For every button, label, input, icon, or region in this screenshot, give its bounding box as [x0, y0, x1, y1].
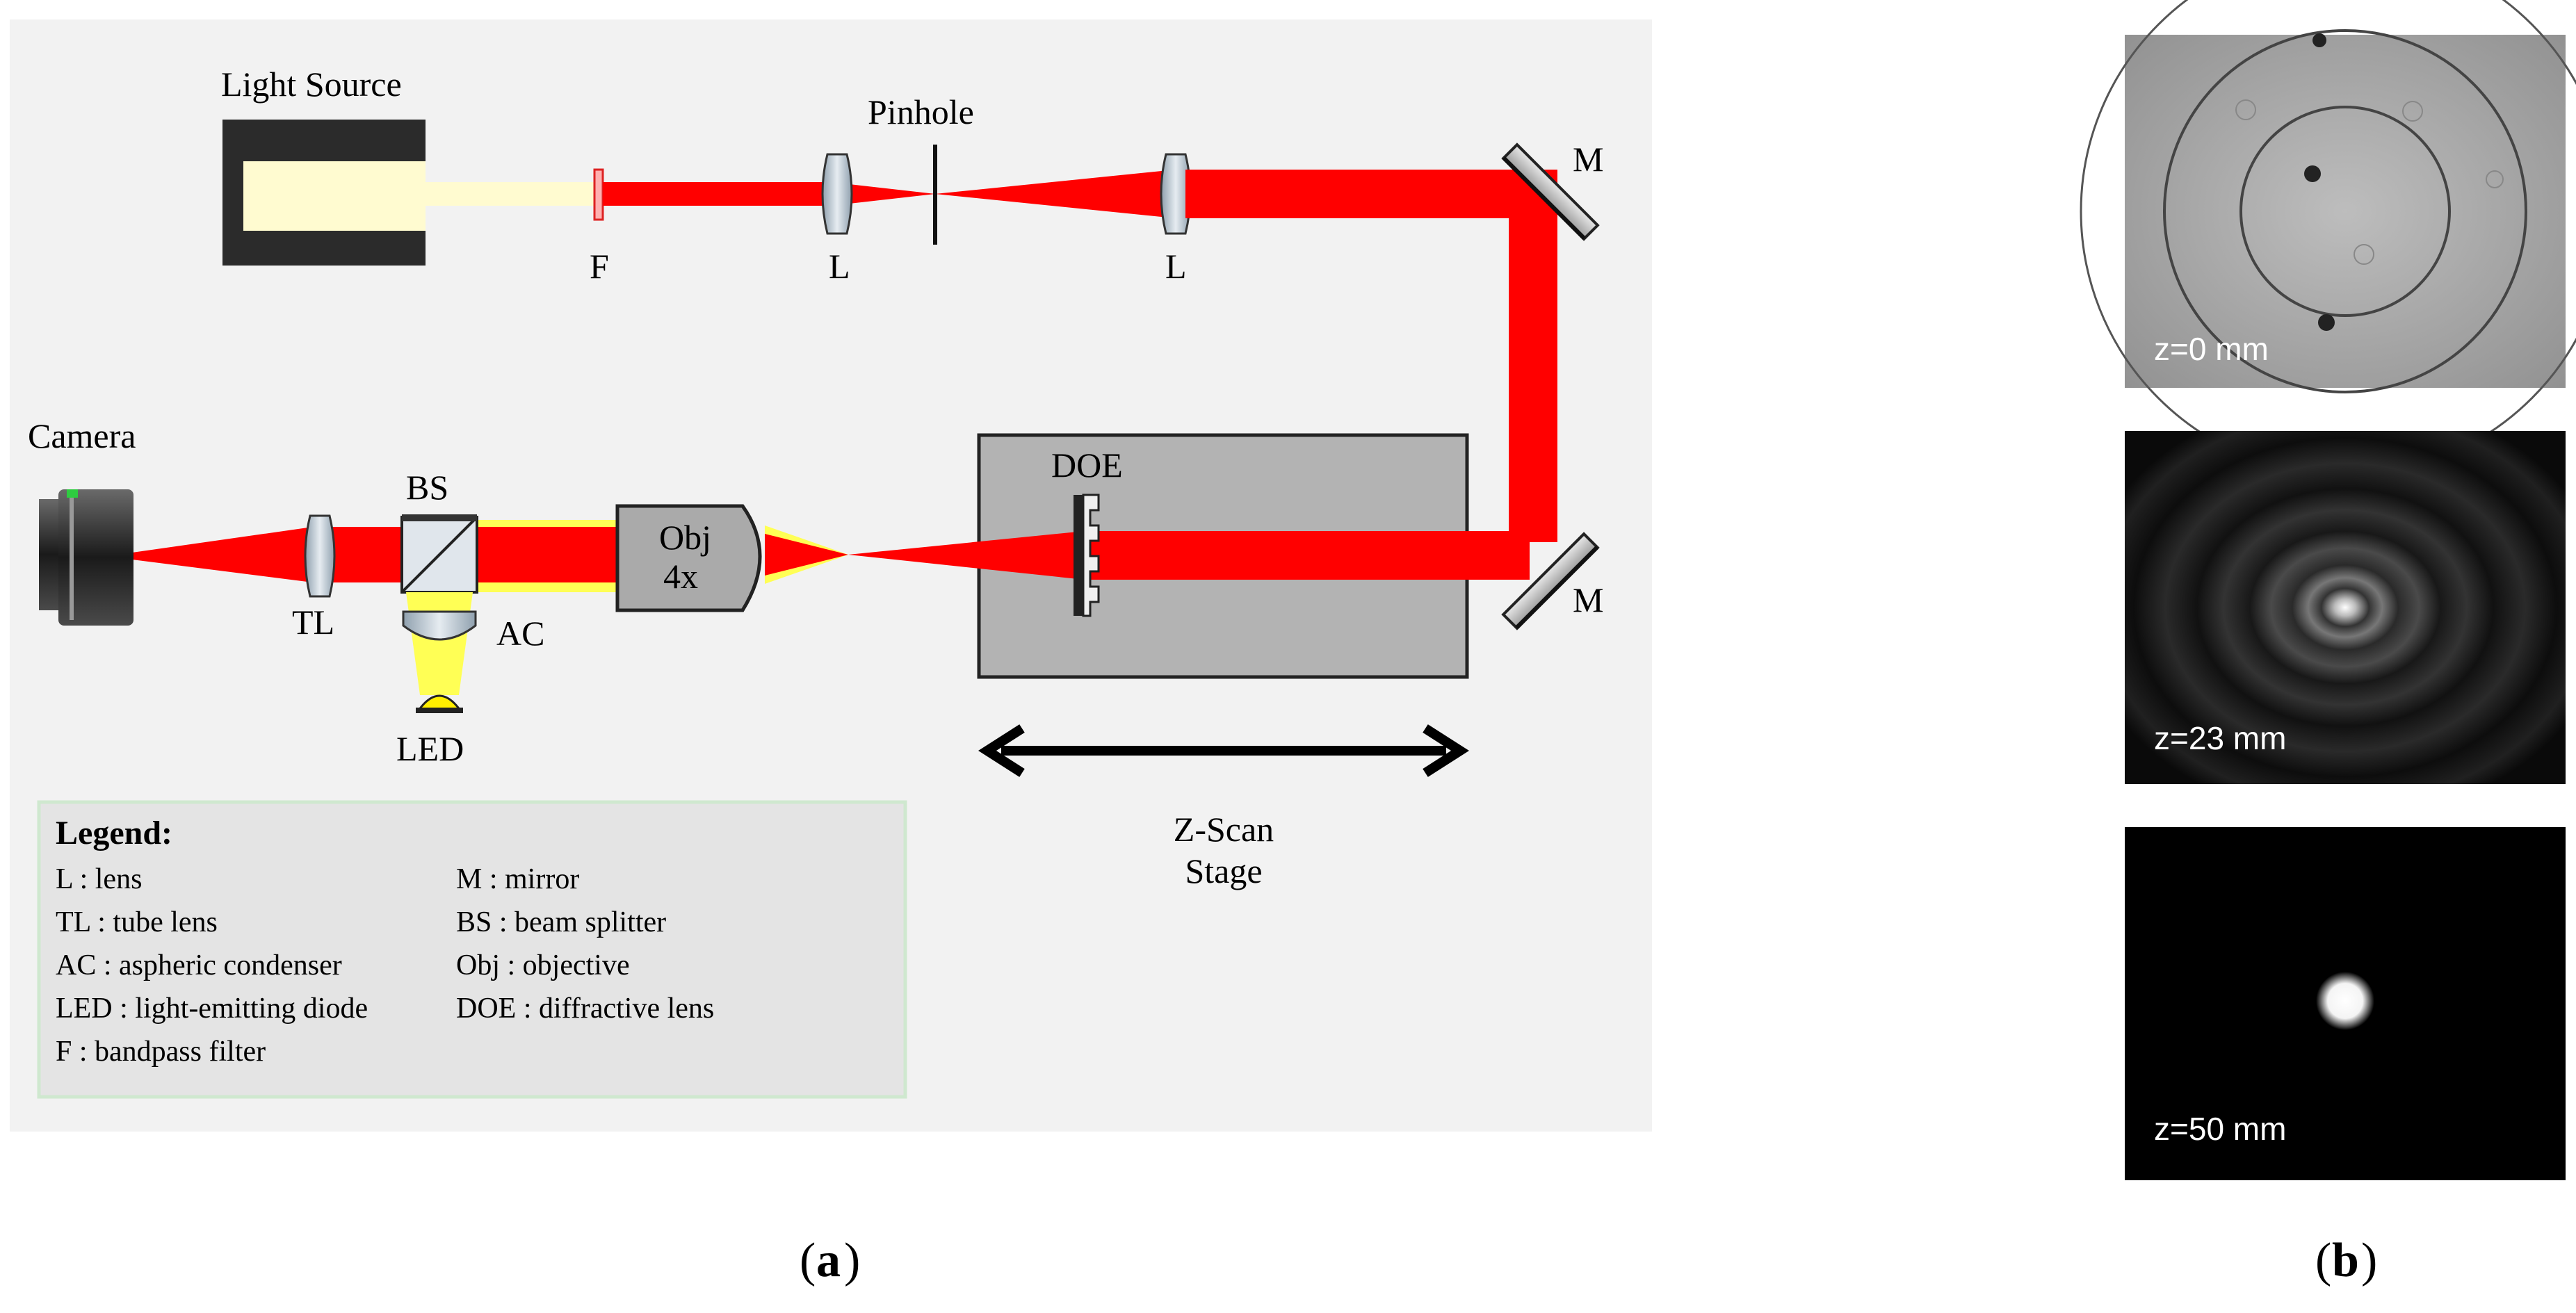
label-mirror-2: M	[1573, 580, 1603, 619]
panel-label-z0: z=0 mm	[2154, 331, 2269, 367]
source-light-beam	[426, 182, 598, 206]
beam-doe-focus	[848, 531, 1085, 580]
caption-b: ( b )	[2315, 1234, 2377, 1287]
panel-z23: z=23 mm	[2125, 431, 2566, 784]
label-tl: TL	[292, 603, 334, 642]
beam-top-wide	[1185, 170, 1512, 218]
doe-element	[1074, 494, 1100, 617]
legend-left-3: LED : light-emitting diode	[56, 993, 368, 1025]
label-led: LED	[396, 729, 464, 768]
svg-text:(: (	[800, 1234, 816, 1287]
caption-a-letter: a	[816, 1234, 841, 1287]
label-camera: Camera	[28, 416, 136, 455]
aspheric-condenser	[402, 610, 477, 641]
label-mirror-1: M	[1573, 140, 1603, 179]
beam-top-1	[603, 182, 831, 206]
label-light-source: Light Source	[221, 65, 402, 104]
label-obj-1: Obj	[659, 518, 711, 557]
label-ac: AC	[496, 614, 544, 653]
panel-label-z23: z=23 mm	[2154, 720, 2286, 756]
label-pinhole: Pinhole	[868, 92, 974, 131]
beam-vertical	[1509, 195, 1557, 542]
panel-label-z50: z=50 mm	[2154, 1111, 2286, 1147]
z-scan-arrow	[978, 724, 1469, 777]
label-doe: DOE	[1051, 446, 1123, 484]
panel-z50: z=50 mm	[2125, 827, 2566, 1180]
caption-a: ( a )	[800, 1234, 860, 1287]
caption-b-letter: b	[2332, 1234, 2359, 1287]
legend-right-1: BS : beam splitter	[456, 906, 666, 938]
label-filter: F	[590, 247, 609, 286]
camera	[39, 489, 133, 626]
legend-left-1: TL : tube lens	[56, 906, 218, 938]
beam-to-camera	[132, 527, 313, 582]
label-lens-2: L	[1165, 247, 1187, 286]
label-stage-1: Z-Scan	[1174, 810, 1274, 849]
tube-lens	[304, 514, 336, 598]
svg-text:): )	[844, 1234, 860, 1287]
beam-expand	[935, 170, 1175, 218]
svg-text:): )	[2361, 1234, 2377, 1287]
beam-focus-pinhole	[831, 182, 935, 206]
mirror-1	[1501, 142, 1600, 241]
label-bs: BS	[406, 468, 448, 507]
legend-left-2: AC : aspheric condenser	[56, 949, 342, 981]
lens-1	[821, 153, 853, 235]
bandpass-filter	[593, 168, 604, 221]
label-lens-1: L	[829, 247, 850, 286]
panel-z0: z=0 mm	[2080, 0, 2576, 477]
mirror-2	[1501, 532, 1600, 630]
light-source	[222, 120, 426, 266]
legend-right-3: DOE : diffractive lens	[456, 993, 714, 1025]
label-stage-2: Stage	[1185, 851, 1262, 890]
legend: Legend: L : lens TL : tube lens AC : asp…	[37, 800, 907, 1099]
objective-lens	[615, 504, 762, 612]
svg-text:(: (	[2315, 1234, 2331, 1287]
legend-right-0: M : mirror	[456, 863, 579, 895]
legend-left-4: F : bandpass filter	[56, 1036, 266, 1068]
led-base	[416, 708, 463, 713]
legend-title: Legend:	[56, 815, 172, 851]
beam-bottom-wide	[1085, 531, 1530, 580]
beam-splitter	[400, 514, 478, 594]
label-obj-2: 4x	[663, 557, 698, 596]
beam-obj-focus	[765, 534, 848, 576]
legend-left-0: L : lens	[56, 863, 142, 895]
legend-right-2: Obj : objective	[456, 949, 630, 981]
